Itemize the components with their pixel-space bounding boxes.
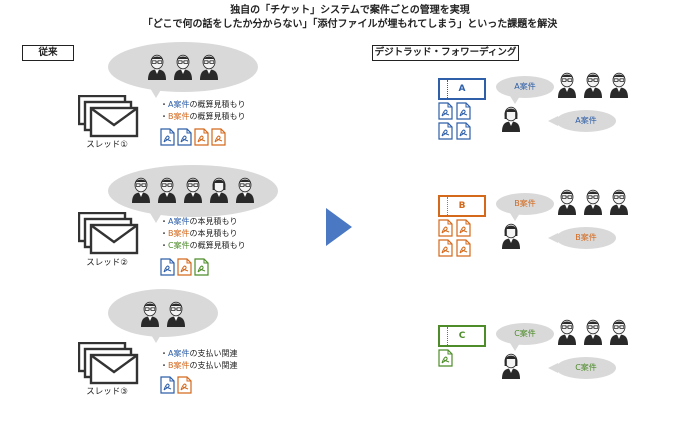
- thread-label: スレッド③: [86, 387, 128, 397]
- pdf-attachment-icon: [194, 258, 209, 276]
- pdf-attachment-icon: [160, 128, 175, 146]
- participants-icon: [558, 72, 628, 98]
- ticket-a-box[interactable]: A: [438, 78, 486, 100]
- subject-text: の支払い関連: [189, 361, 238, 370]
- subject-text: の支払い関連: [189, 349, 238, 358]
- subject-text: の概算見積もり: [189, 100, 246, 109]
- pdf-attachment-icon: [211, 128, 226, 146]
- email-stack-icon: [78, 212, 139, 255]
- case-name: C案件: [168, 241, 190, 250]
- thread-subject-item: ・B案件の本見積もり: [160, 229, 238, 238]
- ticket-letter: C: [458, 331, 466, 341]
- participants-icon: [148, 54, 218, 80]
- pdf-attachment-icon: [160, 258, 175, 276]
- participants-icon: [132, 177, 254, 203]
- pdf-attachment-icon: [438, 349, 453, 367]
- pdf-attachment-icon: [456, 102, 471, 120]
- person-icon: [502, 353, 520, 379]
- pdf-attachment-icon: [438, 102, 453, 120]
- bubble-tail: [548, 233, 558, 243]
- bubble-tail: [510, 343, 520, 351]
- case-name: A案件: [168, 100, 190, 109]
- thread-label: スレッド②: [86, 258, 128, 268]
- bubble-tail: [150, 213, 162, 223]
- pdf-attachment-icon: [177, 376, 192, 394]
- case-bubble-upper: A案件: [496, 76, 554, 98]
- thread-3-participants-bubble: [108, 289, 218, 337]
- case-name: B案件: [168, 229, 190, 238]
- pdf-attachment-icon: [456, 239, 471, 257]
- thread-subject-item: ・A案件の本見積もり: [160, 217, 238, 226]
- section-label-digitrad: デジトラッド・フォワーディング: [372, 45, 519, 61]
- bubble-tail: [548, 363, 558, 373]
- case-name: A案件: [168, 349, 190, 358]
- case-bubble-lower: C案件: [556, 357, 616, 379]
- participants-icon: [141, 301, 185, 327]
- bubble-tail: [150, 88, 162, 98]
- case-bubble-lower: B案件: [556, 227, 616, 249]
- thread-subject-item: ・C案件の概算見積もり: [160, 241, 246, 250]
- pdf-attachment-icon: [177, 128, 192, 146]
- subject-text: の概算見積もり: [189, 241, 246, 250]
- thread-subject-item: ・B案件の概算見積もり: [160, 112, 246, 121]
- case-name: A案件: [168, 217, 190, 226]
- bubble-tail: [150, 333, 162, 343]
- bubble-tail: [510, 96, 520, 104]
- pdf-attachment-icon: [456, 122, 471, 140]
- pdf-attachment-icon: [177, 258, 192, 276]
- ticket-perforation: [447, 197, 448, 215]
- thread-subject-item: ・A案件の概算見積もり: [160, 100, 246, 109]
- ticket-letter: B: [458, 201, 466, 211]
- subject-text: の概算見積もり: [189, 112, 246, 121]
- title-line-2: 「どこで何の話をしたか分からない」「添付ファイルが埋もれてしまう」といった課題を…: [142, 19, 558, 30]
- thread-subject-item: ・B案件の支払い関連: [160, 361, 238, 370]
- subject-text: の本見積もり: [189, 217, 238, 226]
- thread-label: スレッド①: [86, 140, 128, 150]
- pdf-attachment-icon: [438, 122, 453, 140]
- section-label-traditional: 従来: [22, 45, 74, 61]
- person-icon: [502, 106, 520, 132]
- thread-subject-item: ・A案件の支払い関連: [160, 349, 238, 358]
- person-icon: [502, 223, 520, 249]
- pdf-attachment-icon: [438, 239, 453, 257]
- pdf-attachment-icon: [456, 219, 471, 237]
- email-stack-icon: [78, 342, 139, 385]
- subject-text: の本見積もり: [189, 229, 238, 238]
- ticket-perforation: [447, 327, 448, 345]
- email-stack-icon: [78, 95, 139, 138]
- case-bubble-upper: B案件: [496, 193, 554, 215]
- pdf-attachment-icon: [160, 376, 175, 394]
- ticket-b-box[interactable]: B: [438, 195, 486, 217]
- pdf-attachment-icon: [194, 128, 209, 146]
- bubble-tail: [510, 213, 520, 221]
- title-line-1: 独自の「チケット」システムで案件ごとの管理を実現: [230, 5, 470, 16]
- ticket-perforation: [447, 80, 448, 98]
- case-name: B案件: [168, 112, 190, 121]
- case-bubble-upper: C案件: [496, 323, 554, 345]
- participants-icon: [558, 189, 628, 215]
- participants-icon: [558, 319, 628, 345]
- pdf-attachment-icon: [438, 219, 453, 237]
- ticket-letter: A: [458, 84, 466, 94]
- case-bubble-lower: A案件: [556, 110, 616, 132]
- ticket-c-box[interactable]: C: [438, 325, 486, 347]
- case-name: B案件: [168, 361, 190, 370]
- transition-arrow-icon: [326, 208, 352, 246]
- bubble-tail: [548, 116, 558, 126]
